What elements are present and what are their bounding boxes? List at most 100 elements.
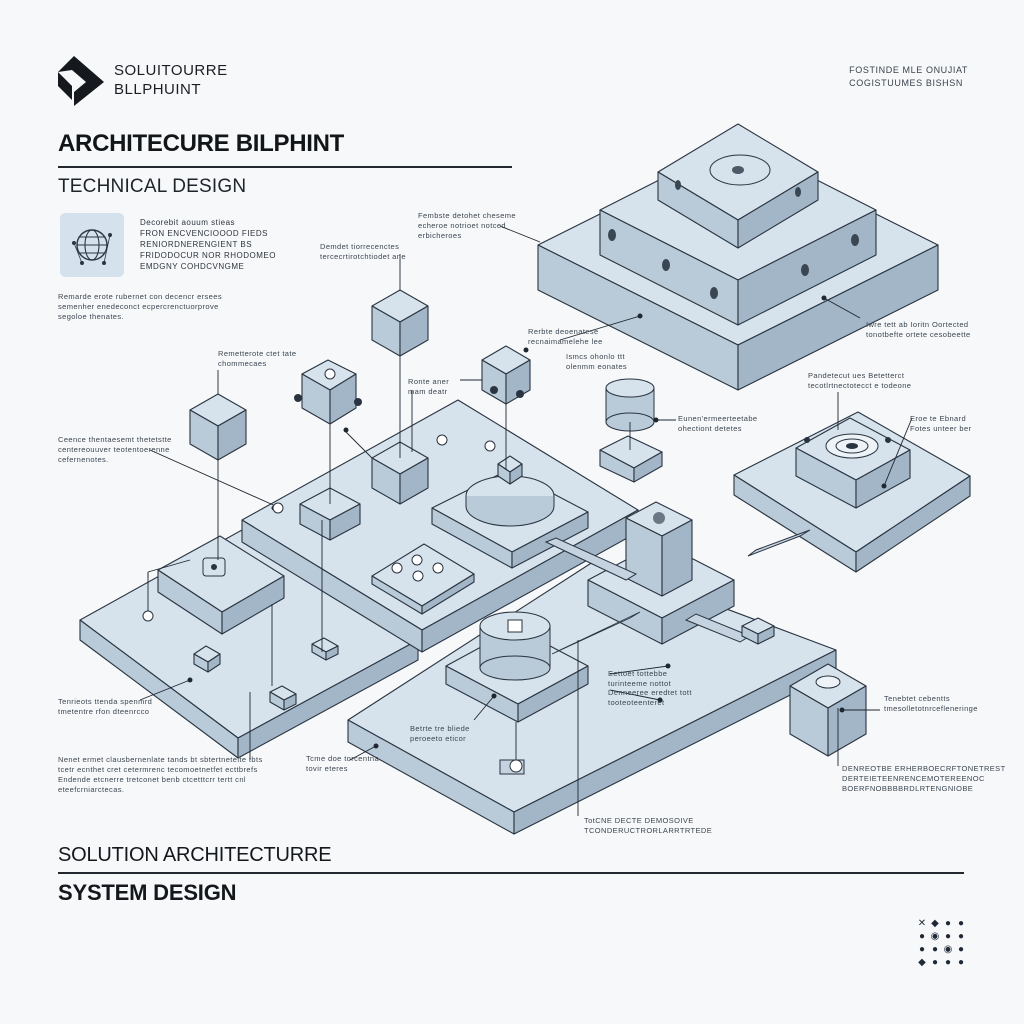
note-left-bottom: Tenrieots ttenda spenmrd tmetentre rfon … [58, 697, 152, 717]
note-line: Rerbte deoenatese [528, 327, 599, 336]
brand: SOLUITOURRE BLLPHUINT [58, 54, 228, 106]
floating-cubes [189, 289, 663, 775]
legend-icon: ● [918, 944, 926, 955]
note-left-footer: Nenet ermet clausbernenlate tands bt sbt… [58, 755, 263, 795]
legend-icon: ● [957, 957, 965, 968]
note-top-center: Fembste detohet cheseme echeroe notrioet… [418, 211, 516, 241]
note-line: DENREOTBE ERHERBOECRFTONETREST [842, 764, 1006, 773]
note-line: Ronte aner [408, 377, 450, 386]
note-intro: Remarde erote rubernet con decencr ersee… [58, 292, 222, 322]
legend-icon: ● [931, 944, 939, 955]
note-line: segoloe thenates. [58, 312, 125, 321]
legend-icon: ● [957, 944, 965, 955]
note-line: tecotlrtnectotecct e todeone [808, 381, 912, 390]
note-line: Betrte tre bliede [410, 724, 470, 733]
page-subtitle: TECHNICAL DESIGN [58, 176, 247, 197]
intro-line: FRON ENCVENCIOOOD FIEDS [140, 229, 268, 238]
note-center-bottom-b: Tcme doe torcentna tovir eteres [306, 754, 379, 774]
legend-icon: ● [944, 918, 952, 929]
legend-icon: ◉ [943, 944, 953, 955]
left-raised-block [157, 535, 285, 635]
legend-icon: ◉ [930, 931, 940, 942]
note-line: Endende etcnerre tretconet benb ctcetttc… [58, 775, 246, 784]
brand-logo-icon [58, 56, 104, 106]
note-line: Fembste detohet cheseme [418, 211, 516, 220]
header-meta-line2: COGISTUUMES BISHSN [849, 78, 963, 88]
footer-system-title: SYSTEM DESIGN [58, 880, 237, 905]
tower-block [537, 123, 939, 391]
note-line: erbicheroes [418, 231, 462, 240]
note-line: turinteeme nottot [608, 679, 672, 688]
note-line: Tenebtet cebentts [884, 694, 951, 703]
note-center-right-a: Eettoet tottebbe turinteeme nottot [608, 669, 671, 689]
connector-lines [139, 225, 913, 816]
page-title: ARCHITECURE BILPHINT [58, 130, 344, 157]
note-line: Demdet tiorrecenctes [320, 242, 400, 251]
note-right-bottom: DENREOTBE ERHERBOECRFTONETREST DERTEIETE… [842, 764, 1006, 794]
legend-icon: ● [931, 957, 939, 968]
note-line: centereouuver teotentoerenne [58, 445, 170, 454]
intro-line: Decorebit aouum stieas [140, 218, 236, 227]
brand-line2: BLLPHUINT [114, 81, 202, 98]
note-line: Remetterote ctet tate [218, 349, 297, 358]
note-line: Tenrieots ttenda spenmrd [58, 697, 153, 706]
note-top-stack: Iwre tett ab Ioritn Oortected tonotbefte… [866, 320, 971, 340]
note-bottom-center: TotCNE DECTE DEMOSOIVE TCONDERUCTRORLARR… [584, 816, 712, 836]
note-line: tercecrtirotchtiodet ane [320, 252, 406, 261]
note-line: Remarde erote rubernet con decencr ersee… [58, 292, 222, 301]
note-line: tcetr ecnthet cret cetermrenc tecomoetne… [58, 765, 258, 774]
brand-line1: SOLUITOURRE [114, 62, 228, 79]
note-mid-c: Ismcs ohonlo ttt olenmm eonates [566, 352, 627, 372]
button-panel-block [371, 543, 475, 615]
pillar-block [587, 501, 735, 645]
header-meta-line1: FOSTINDE MLE ONUJIAT [849, 65, 968, 75]
header-meta: FOSTINDE MLE ONUJIAT COGISTUUMES BISHSN [849, 64, 968, 90]
note-line: Eunen'ermeerteetabe [678, 414, 758, 423]
note-line: tmesolletotnrcefleneringe [884, 704, 978, 713]
note-line: chommecaes [218, 359, 267, 368]
note-line: cefernenotes. [58, 455, 109, 464]
note-right-box: Tenebtet cebentts tmesolletotnrcefleneri… [884, 694, 978, 714]
note-line: olenmm eonates [566, 362, 628, 371]
legend-icon: ● [957, 918, 965, 929]
note-line: Eroe te Ebnard [910, 414, 967, 423]
title-divider [58, 166, 512, 168]
right-cube [789, 663, 867, 757]
connector-pipes [544, 529, 811, 655]
cylinder-block [445, 611, 589, 723]
intro-line: FRIDODOCUR NOR RHODOMEO [140, 251, 276, 260]
legend-icon: ◆ [931, 918, 939, 929]
note-center-bottom-a: Betrte tre bliede peroeeto eticor [410, 724, 470, 744]
note-line: semenher enedeconct ecpercrenctuorprove [58, 302, 219, 311]
note-right-top: Pandetecut ues Betetterct tecotlrtnectot… [808, 371, 911, 391]
note-cylinder: Eunen'ermeerteetabe ohectiont detetes [678, 414, 758, 434]
footer-solution-title: SOLUTION ARCHITECTURRE [58, 844, 332, 866]
legend-icon: ✕ [917, 918, 927, 929]
legend-icon: ● [944, 957, 952, 968]
intro-line: EMDGNY COHDCVNGME [140, 262, 245, 271]
footer-divider [58, 872, 964, 874]
note-line: peroeeto eticor [410, 734, 467, 743]
note-line: Ismcs ohonlo ttt [566, 352, 625, 361]
note-line: Fotes unteer ber [910, 424, 972, 433]
note-line: eteefcrniarctecas. [58, 785, 125, 794]
note-mid-a: Rerbte deoenatese recnaimamelehe lee [528, 327, 603, 347]
note-mid-b: Ronte aner mam deatr [408, 377, 449, 397]
note-left-mid: Ceence thentaesemt thetetstte centereouu… [58, 435, 172, 465]
note-line: mam deatr [408, 387, 448, 396]
note-line: tmetentre rfon dteenrcco [58, 707, 150, 716]
legend-icon: ● [944, 931, 952, 942]
note-left-cube: Demdet tiorrecenctes tercecrtirotchtiode… [320, 242, 406, 262]
note-line: TCONDERUCTRORLARRTRTEDE [584, 826, 713, 835]
note-line: Nenet ermet clausbernenlate tands bt sbt… [58, 755, 263, 764]
note-center-right-b: Denneeree eredtet tott tooteoteenteret [608, 688, 692, 708]
note-line: Eettoet tottebbe [608, 669, 668, 678]
server-box [795, 417, 911, 509]
note-line: echeroe notrioet notced [418, 221, 507, 230]
note-line: Iwre tett ab Ioritn Oortected [866, 320, 969, 329]
note-small-chip: Remetterote ctet tate chommecaes [218, 349, 296, 369]
note-right-edge: Eroe te Ebnard Fotes unteer ber [910, 414, 971, 434]
intro-text: Decorebit aouum stieas FRON ENCVENCIOOOD… [140, 217, 276, 272]
legend-icon: ● [957, 931, 965, 942]
